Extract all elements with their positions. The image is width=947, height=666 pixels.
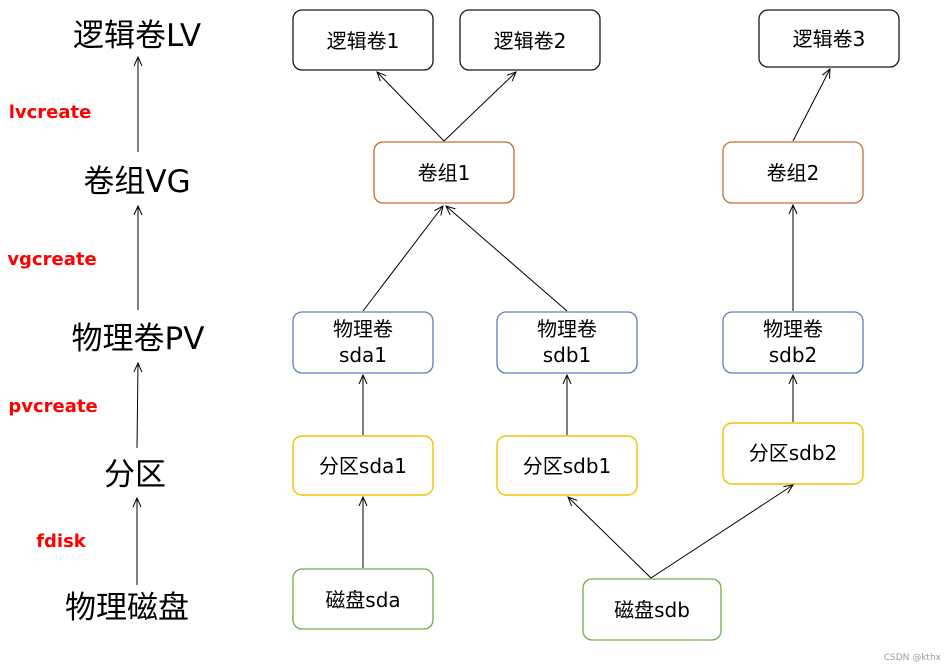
- node-vg2: 卷组2: [722, 141, 864, 204]
- svg-text:sda1: sda1: [339, 343, 387, 367]
- command-vgcreate: vgcreate: [7, 249, 96, 270]
- svg-text:逻辑卷3: 逻辑卷3: [793, 27, 866, 51]
- command-fdisk: fdisk: [36, 531, 87, 552]
- node-vg1: 卷组1: [373, 141, 515, 204]
- node-part-sda1: 分区sda1: [292, 435, 434, 496]
- svg-text:sdb2: sdb2: [769, 343, 818, 367]
- svg-text:卷组2: 卷组2: [767, 161, 820, 185]
- svg-text:逻辑卷1: 逻辑卷1: [327, 29, 400, 53]
- node-pv-sda1: 物理卷 sda1: [292, 311, 434, 374]
- arrow-vg2-to-lv3: [792, 69, 830, 142]
- svg-text:分区sda1: 分区sda1: [319, 454, 407, 478]
- svg-text:分区sdb1: 分区sdb1: [523, 454, 612, 478]
- node-part-sdb1: 分区sdb1: [496, 435, 638, 496]
- watermark: CSDN @kthx: [884, 653, 942, 663]
- arrow-disk-sdb-to-part-sdb1: [568, 497, 652, 579]
- svg-text:磁盘sdb: 磁盘sdb: [614, 598, 690, 622]
- node-disk-sda: 磁盘sda: [292, 568, 434, 630]
- node-disk-sdb: 磁盘sdb: [582, 578, 722, 641]
- svg-text:磁盘sda: 磁盘sda: [325, 588, 400, 612]
- node-part-sdb2: 分区sdb2: [722, 422, 864, 485]
- level-vg-label: 卷组VG: [83, 164, 190, 200]
- level-pv-label: 物理卷PV: [72, 321, 205, 357]
- node-lv1: 逻辑卷1: [292, 9, 434, 71]
- svg-text:分区sdb2: 分区sdb2: [749, 441, 838, 465]
- node-pv-sdb2: 物理卷 sdb2: [722, 311, 864, 374]
- arrow-pv-sdb1-to-vg1: [446, 206, 568, 312]
- arrow-vg1-to-lv2: [443, 72, 516, 142]
- command-pvcreate: pvcreate: [8, 396, 97, 417]
- svg-text:物理卷: 物理卷: [537, 317, 597, 341]
- svg-text:逻辑卷2: 逻辑卷2: [494, 29, 567, 53]
- arrow-disk-sdb-to-part-sdb2: [650, 485, 793, 579]
- command-lvcreate: lvcreate: [9, 102, 92, 123]
- node-pv-sdb1: 物理卷 sdb1: [496, 311, 638, 374]
- svg-text:物理卷: 物理卷: [333, 317, 393, 341]
- arrow-pv-sda1-to-vg1: [362, 206, 443, 312]
- arrow-part-to-pv: [137, 363, 138, 449]
- node-lv2: 逻辑卷2: [459, 9, 601, 71]
- svg-text:物理卷: 物理卷: [763, 317, 823, 341]
- svg-text:卷组1: 卷组1: [418, 161, 471, 185]
- level-lv-label: 逻辑卷LV: [73, 18, 201, 54]
- node-lv3: 逻辑卷3: [758, 9, 900, 68]
- level-partition-label: 分区: [104, 457, 166, 493]
- arrow-vg1-to-lv1: [377, 72, 445, 142]
- svg-text:sdb1: sdb1: [543, 343, 592, 367]
- level-disk-label: 物理磁盘: [65, 590, 189, 626]
